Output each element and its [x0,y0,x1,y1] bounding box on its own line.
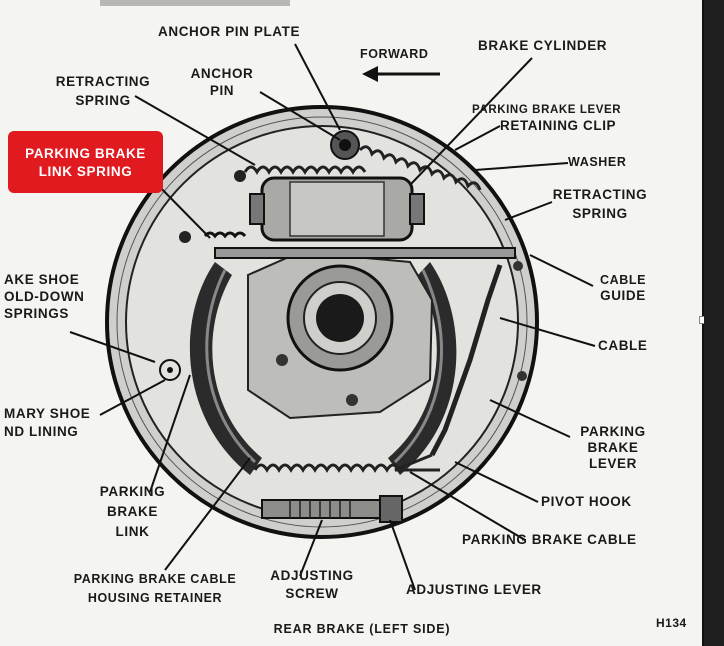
anchor-pin [330,130,360,160]
label-pb-link-3: LINK [115,524,150,539]
background-strip [704,0,724,646]
label-forward: FORWARD [360,47,429,61]
highlight-line-2: LINK SPRING [38,164,133,179]
parking-brake-lever [394,264,503,472]
label-cable-guide-1: CABLE [599,273,647,287]
leader-lines [69,43,596,591]
label-adjusting-lever: ADJUSTING LEVER [406,582,542,597]
adjusting-screw [261,495,403,523]
label-pb-lever-3: LEVER [588,456,637,471]
label-pb-cable: PARKING BRAKE CABLE [462,532,637,547]
label-adjusting-screw-1: ADJUSTING [270,568,354,583]
label-cable-guide-2: GUIDE [600,288,646,303]
highlight-line-1: PARKING BRAKE [25,146,146,161]
label-retracting-spring-right-1: RETRACTING [552,187,648,202]
label-pb-link-2: BRAKE [106,504,158,519]
retracting-springs [243,145,482,473]
label-pivot-hook: PIVOT HOOK [541,494,632,509]
label-hold-down-2: OLD-DOWN [4,289,85,304]
label-cable-retainer-1: PARKING BRAKE CABLE [73,572,237,586]
label-anchor-pin-2: PIN [209,83,235,98]
diagram-frame: PARKING BRAKE LINK SPRING ANCHOR PIN PLA… [0,0,704,646]
label-retracting-spring-right-2: SPRING [572,206,628,221]
brake-cylinder [249,176,425,242]
label-washer: WASHER [568,155,627,169]
figure-code: H134 [656,616,687,630]
brake-assembly-drawing [69,0,596,591]
label-anchor-pin-plate: ANCHOR PIN PLATE [158,24,301,39]
label-pb-lever-1: PARKING [580,424,646,439]
label-pb-lever-clip-1: PARKING BRAKE LEVER [472,104,622,116]
label-cable: CABLE [598,338,648,353]
label-pb-lever-2: BRAKE [587,440,639,455]
label-anchor-pin-1: ANCHOR [190,66,254,81]
label-primary-shoe-1: MARY SHOE [4,406,91,421]
forward-arrow [362,66,440,82]
label-primary-shoe-2: ND LINING [4,424,79,439]
cropped-heading [100,0,290,6]
label-retracting-spring-left-1: RETRACTING [55,74,151,89]
label-adjusting-screw-2: SCREW [285,586,339,601]
axle-hub [247,250,434,420]
figure-caption: REAR BRAKE (LEFT SIDE) [273,622,451,636]
brake-shoes [189,262,457,475]
label-retracting-spring-left-2: SPRING [75,93,131,108]
label-hold-down-3: SPRINGS [4,306,69,321]
label-hold-down-1: AKE SHOE [4,272,80,287]
parking-brake-link-spring-highlight: PARKING BRAKE LINK SPRING [8,131,163,193]
label-pb-lever-clip-2: RETAINING CLIP [500,118,617,133]
hold-down-springs [159,359,181,381]
label-brake-cylinder: BRAKE CYLINDER [478,38,608,53]
label-pb-link-1: PARKING [99,484,166,499]
parking-brake-link [203,231,516,259]
label-cable-retainer-2: HOUSING RETAINER [87,591,223,605]
